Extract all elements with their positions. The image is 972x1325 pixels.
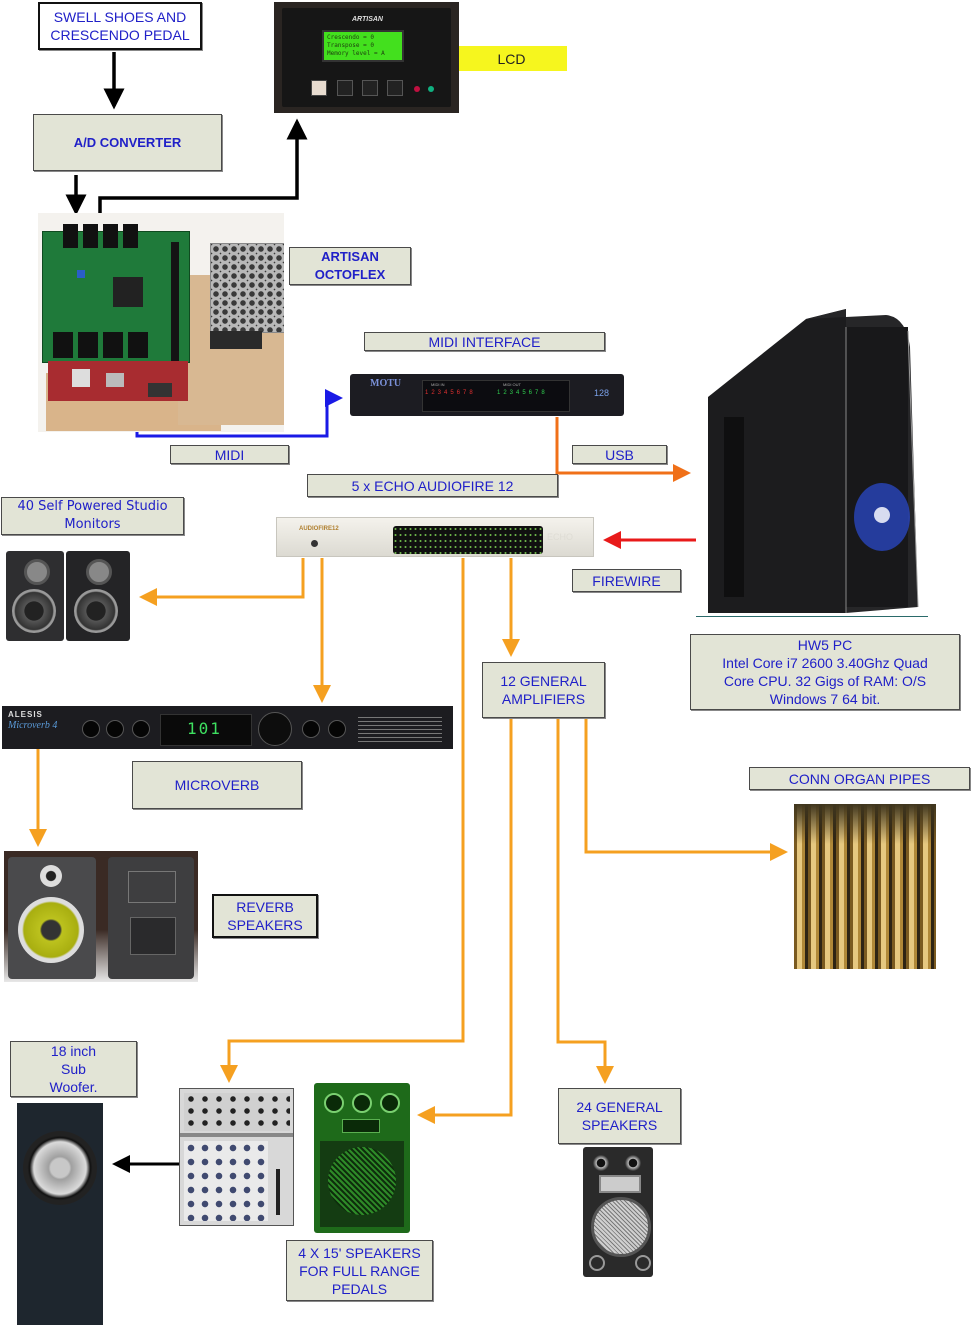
label-general-speakers: 24 GENERAL SPEAKERS: [558, 1088, 681, 1144]
alesis-logo: ALESIS: [8, 710, 43, 719]
value-dial: [258, 712, 292, 746]
midi-in-label: MIDI IN: [431, 382, 445, 387]
label-subwoofer: 18 inch Sub Woofer.: [10, 1041, 137, 1097]
record-led: [414, 86, 420, 92]
studio-monitors-device: [6, 547, 131, 643]
pc-tower-graphic: [708, 309, 919, 613]
artisan-logo: ARTISAN: [352, 16, 383, 23]
power-supply: [210, 243, 284, 333]
mix-knob: [106, 720, 124, 738]
midi-in-leds: 12345678: [425, 390, 476, 396]
label-ad-converter: A/D CONVERTER: [33, 114, 222, 171]
lcd-panel-device: ARTISAN Crescendo = 0 Transpose = 0 Memo…: [274, 2, 459, 113]
label-firewire: FIREWIRE: [572, 569, 681, 592]
wire-af-to-mixer: [220, 558, 465, 1083]
edit-a-knob: [302, 720, 320, 738]
label-studio-monitors: 40 Self Powered Studio Monitors: [1, 497, 184, 535]
pc-tower-device: [696, 307, 928, 619]
label-pedal-speakers: 4 X 15' SPEAKERS FOR FULL RANGE PEDALS: [286, 1240, 433, 1301]
reverb-speakers-device: [4, 851, 198, 982]
subwoofer-device: [17, 1103, 103, 1325]
wire-af-to-monitors: [139, 558, 305, 606]
mixer-device: [179, 1088, 294, 1226]
circuit-board: [42, 224, 190, 363]
label-echo-audiofire: 5 x ECHO AUDIOFIRE 12: [307, 474, 558, 497]
label-usb: USB: [572, 445, 667, 464]
motu-model: 128: [594, 388, 610, 398]
tempo-led: [428, 86, 434, 92]
octoflex-board-device: [38, 213, 284, 432]
label-microverb: MICROVERB: [132, 761, 302, 809]
label-midi-interface: MIDI INTERFACE: [364, 332, 605, 351]
motu-midi-interface-device: MOTU MIDI IN MIDI OUT 12345678 12345678 …: [350, 374, 624, 416]
lcd-line-transpose: Transpose = 0: [327, 42, 374, 49]
lcd-line-memory: Memory level = A: [327, 50, 385, 57]
label-swell-shoes: SWELL SHOES AND CRESCENDO PEDAL: [38, 2, 202, 50]
echo-audiofire-device: AUDIOFIRE12 ECHO: [276, 517, 594, 557]
function-3-button[interactable]: [387, 80, 403, 96]
lcd-screen: Crescendo = 0 Transpose = 0 Memory level…: [322, 30, 404, 62]
function-1-button[interactable]: [337, 80, 353, 96]
general-speaker-device: [583, 1147, 653, 1277]
label-amplifiers: 12 GENERAL AMPLIFIERS: [482, 662, 605, 718]
power-button: [311, 540, 318, 547]
microverb-display: 101: [187, 719, 222, 738]
label-reverb-speakers: REVERB SPEAKERS: [212, 894, 318, 938]
edit-b-knob: [328, 720, 346, 738]
output-knob: [132, 720, 150, 738]
motu-logo: MOTU: [370, 378, 402, 389]
echo-logo: ECHO: [547, 532, 574, 542]
menu-button[interactable]: [311, 80, 327, 96]
microverb-logo: Microverb 4: [8, 720, 58, 731]
preset-table: [358, 714, 442, 742]
audiofire-meters: [393, 526, 543, 554]
input-knob: [82, 720, 100, 738]
label-artisan-octoflex: ARTISAN OCTOFLEX: [289, 247, 411, 285]
wire-amps-to-pedals: [417, 718, 513, 1124]
label-lcd: LCD: [456, 46, 567, 71]
midi-out-leds: 12345678: [497, 390, 548, 396]
arduino-board: [48, 361, 188, 401]
label-conn-organ-pipes: CONN ORGAN PIPES: [749, 767, 970, 790]
audiofire-logo: AUDIOFIRE12: [299, 526, 339, 532]
label-pc-specs: HW5 PC Intel Core i7 2600 3.40Ghz Quad C…: [690, 634, 960, 710]
microverb-device: ALESIS Microverb 4 101: [2, 706, 453, 749]
label-midi: MIDI: [170, 445, 289, 464]
pedal-speaker-device: [314, 1083, 410, 1233]
wire-amps-to-general: [556, 718, 614, 1084]
lcd-line-crescendo: Crescendo = 0: [327, 34, 374, 41]
function-2-button[interactable]: [362, 80, 378, 96]
organ-pipes-device: [794, 804, 936, 969]
midi-out-label: MIDI OUT: [503, 382, 521, 387]
